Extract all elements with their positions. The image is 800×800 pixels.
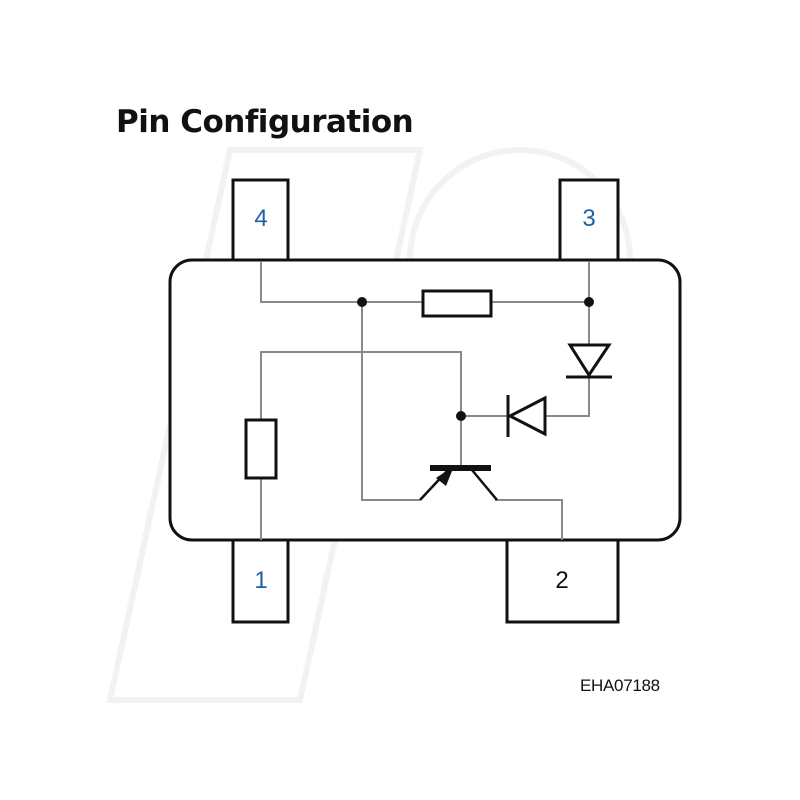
node-dot <box>456 411 466 421</box>
internal-wiring <box>260 262 590 540</box>
pin-4-lead <box>231 178 290 262</box>
pin-1-label: 1 <box>254 567 267 594</box>
transistor-icon <box>419 465 498 501</box>
pin-4-label: 4 <box>254 205 267 232</box>
pin-2-lead <box>505 538 620 624</box>
package-body <box>168 258 682 542</box>
resistor-horizontal <box>421 289 493 318</box>
resistor-vertical <box>244 418 278 480</box>
diode-vertical-icon <box>566 343 612 379</box>
node-dot <box>357 297 367 307</box>
pin-3-label: 3 <box>582 205 595 232</box>
page-title: Pin Configuration <box>116 104 414 140</box>
figure-code: EHA07188 <box>580 676 660 695</box>
node-dot <box>584 297 594 307</box>
pin-2-label: 2 <box>555 567 568 594</box>
pin-1-lead <box>231 538 290 624</box>
diode-horizontal-icon <box>506 395 547 437</box>
